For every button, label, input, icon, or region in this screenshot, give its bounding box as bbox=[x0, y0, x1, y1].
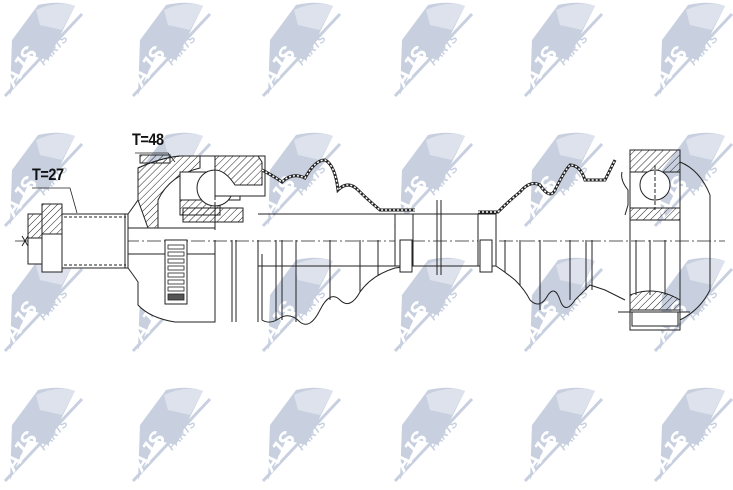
intermediate-shaft bbox=[258, 200, 497, 275]
outer-cv-joint bbox=[127, 154, 266, 323]
spline-count-label-outer: T=48 bbox=[132, 130, 164, 149]
leader-lines bbox=[32, 152, 176, 214]
spline-count-label-stub: T=27 bbox=[32, 165, 64, 184]
axle-nut bbox=[21, 203, 63, 273]
outer-spline-stub bbox=[61, 213, 129, 269]
outer-boot bbox=[261, 158, 415, 325]
inner-cv-joint bbox=[618, 149, 711, 331]
inner-boot bbox=[478, 159, 626, 310]
drive-shaft-drawing bbox=[15, 149, 725, 331]
